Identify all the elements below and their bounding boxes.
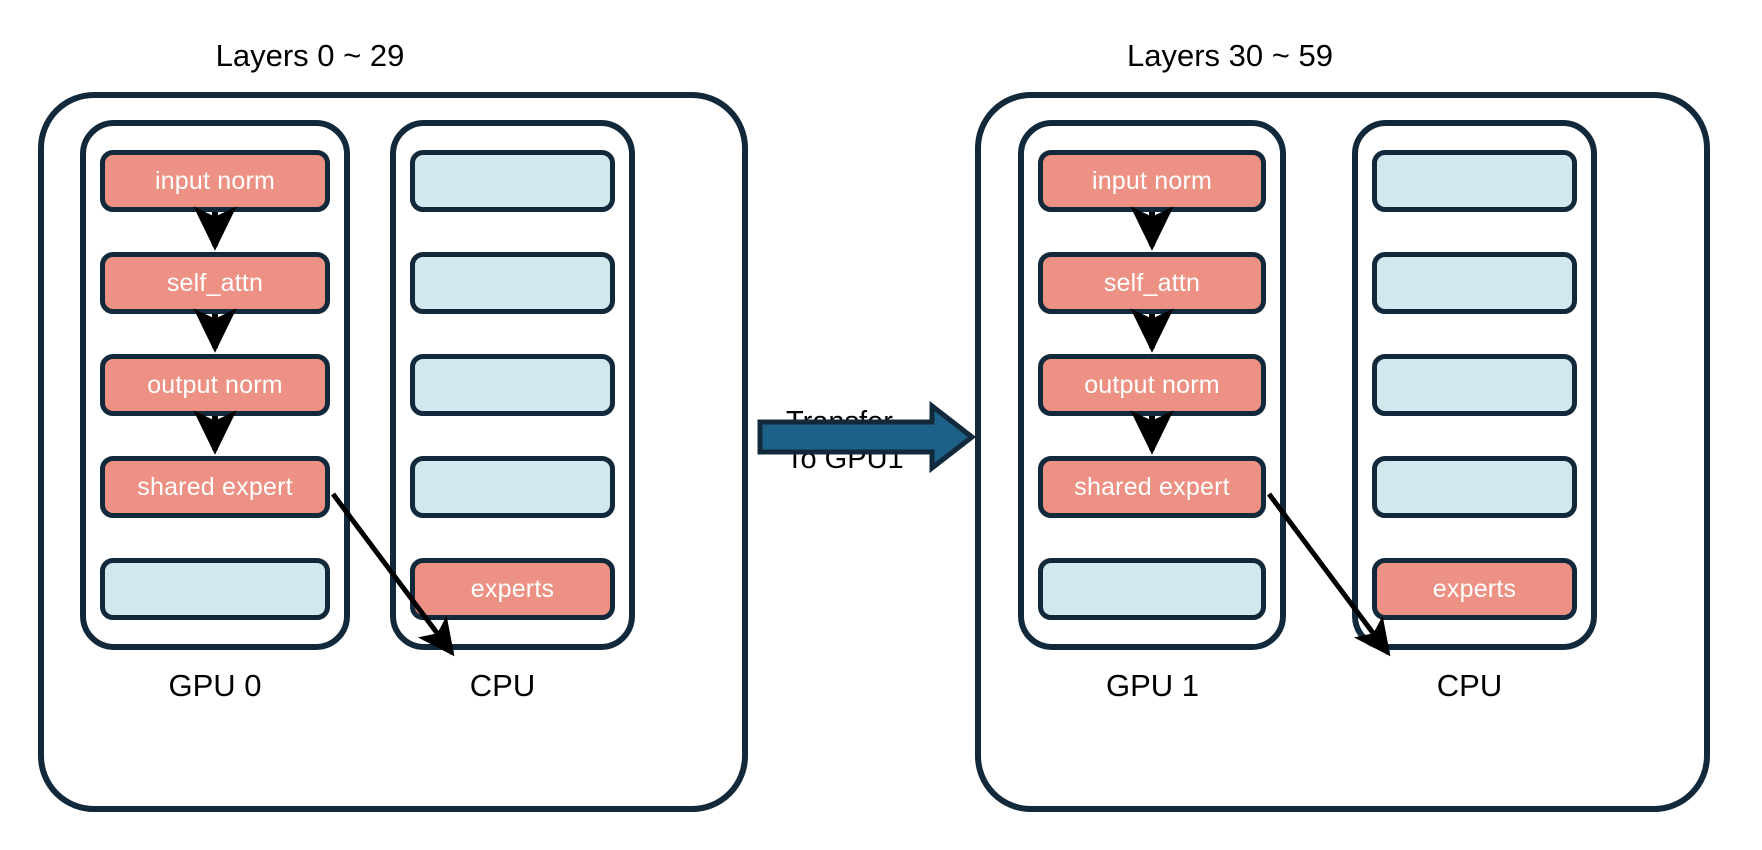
- transfer-label-line2: To GPU1: [786, 443, 904, 476]
- unit-output-norm-left[interactable]: output norm: [100, 354, 330, 416]
- unit-input-norm-right[interactable]: input norm: [1038, 150, 1266, 212]
- unit-self-attn-left[interactable]: self_attn: [100, 252, 330, 314]
- unit-cpu-slot-3-left[interactable]: [410, 354, 615, 416]
- device-label-cpu-right: CPU: [1436, 668, 1503, 703]
- device-label-cpu-left: CPU: [469, 668, 536, 703]
- unit-self-attn-right[interactable]: self_attn: [1038, 252, 1266, 314]
- unit-experts-left[interactable]: experts: [410, 558, 615, 620]
- transfer-label-line1: Transfer: [786, 406, 893, 438]
- unit-cpu-slot-1-left[interactable]: [410, 150, 615, 212]
- panel-title-right: Layers 30 ~ 59: [1127, 38, 1333, 73]
- panel-title-left: Layers 0 ~ 29: [215, 38, 405, 73]
- unit-cpu-slot-2-right[interactable]: [1372, 252, 1577, 314]
- unit-shared-expert-right[interactable]: shared expert: [1038, 456, 1266, 518]
- unit-cpu-slot-3-right[interactable]: [1372, 354, 1577, 416]
- transfer-label: Transfer To GPU1: [786, 404, 904, 478]
- unit-input-norm-left[interactable]: input norm: [100, 150, 330, 212]
- unit-empty-gpu-left[interactable]: [100, 558, 330, 620]
- unit-cpu-slot-4-right[interactable]: [1372, 456, 1577, 518]
- device-label-gpu0: GPU 0: [168, 668, 262, 703]
- unit-empty-gpu-right[interactable]: [1038, 558, 1266, 620]
- unit-experts-right[interactable]: experts: [1372, 558, 1577, 620]
- unit-cpu-slot-2-left[interactable]: [410, 252, 615, 314]
- unit-output-norm-right[interactable]: output norm: [1038, 354, 1266, 416]
- unit-cpu-slot-1-right[interactable]: [1372, 150, 1577, 212]
- device-label-gpu1: GPU 1: [1105, 668, 1200, 703]
- unit-shared-expert-left[interactable]: shared expert: [100, 456, 330, 518]
- unit-cpu-slot-4-left[interactable]: [410, 456, 615, 518]
